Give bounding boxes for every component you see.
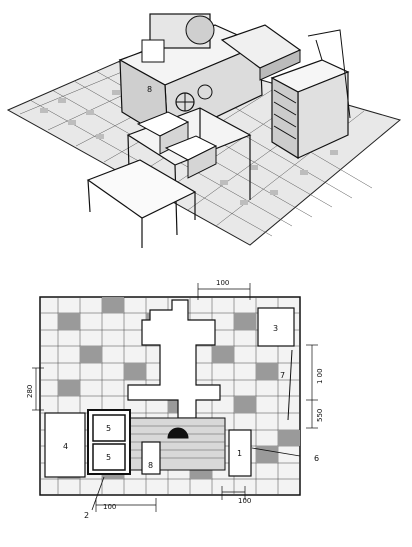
plan-label-2: 2 <box>84 511 89 520</box>
plan-item-2-leader <box>91 476 105 511</box>
dim-top-label: 100 <box>216 279 229 287</box>
dim-bottom-left <box>95 498 157 512</box>
dim-bottom-right <box>221 486 246 500</box>
plan-label-8: 8 <box>148 461 153 470</box>
iso-tray <box>220 24 302 81</box>
plan-machine-footprint <box>127 299 221 419</box>
dim-top <box>197 283 251 300</box>
plan-item-7-line <box>287 349 293 421</box>
plan-label-5a: 5 <box>106 424 111 433</box>
dim-left-label: 280 <box>26 385 34 398</box>
dim-right-upper-label: 1 00 <box>316 368 324 384</box>
iso-label-8: 8 <box>147 85 152 94</box>
isometric-view: 8 <box>6 13 402 248</box>
plan-item-6-leader <box>251 447 301 457</box>
iso-wall-panel <box>307 29 351 119</box>
iso-floor-cells <box>40 90 338 205</box>
plan-operator-seat <box>167 427 189 439</box>
dim-right-lower-label: 550 <box>316 409 324 422</box>
plan-item-5a <box>92 414 126 442</box>
plan-label-7: 7 <box>280 371 285 380</box>
plan-label-1: 1 <box>237 449 242 458</box>
plan-item-5b <box>92 443 126 471</box>
iso-bench <box>126 107 252 236</box>
plan-label-5b: 5 <box>106 453 111 462</box>
plan-item-3 <box>257 307 295 347</box>
dim-bottom-right-label: 100 <box>238 497 251 505</box>
plan-label-4: 4 <box>63 442 68 451</box>
plan-item-1 <box>228 429 252 477</box>
plan-item-8 <box>141 441 161 475</box>
plan-label-6: 6 <box>314 454 319 463</box>
iso-platform <box>86 159 197 248</box>
dim-right <box>306 344 318 429</box>
plan-item-4 <box>44 412 86 478</box>
dim-left <box>32 367 44 411</box>
dim-bottom-left-label: 100 <box>103 503 116 511</box>
plan-view: 4 5 5 8 1 3 7 6 2 100 <box>26 279 324 520</box>
iso-drawer-cabinet <box>270 59 350 160</box>
plan-label-3: 3 <box>273 324 278 333</box>
